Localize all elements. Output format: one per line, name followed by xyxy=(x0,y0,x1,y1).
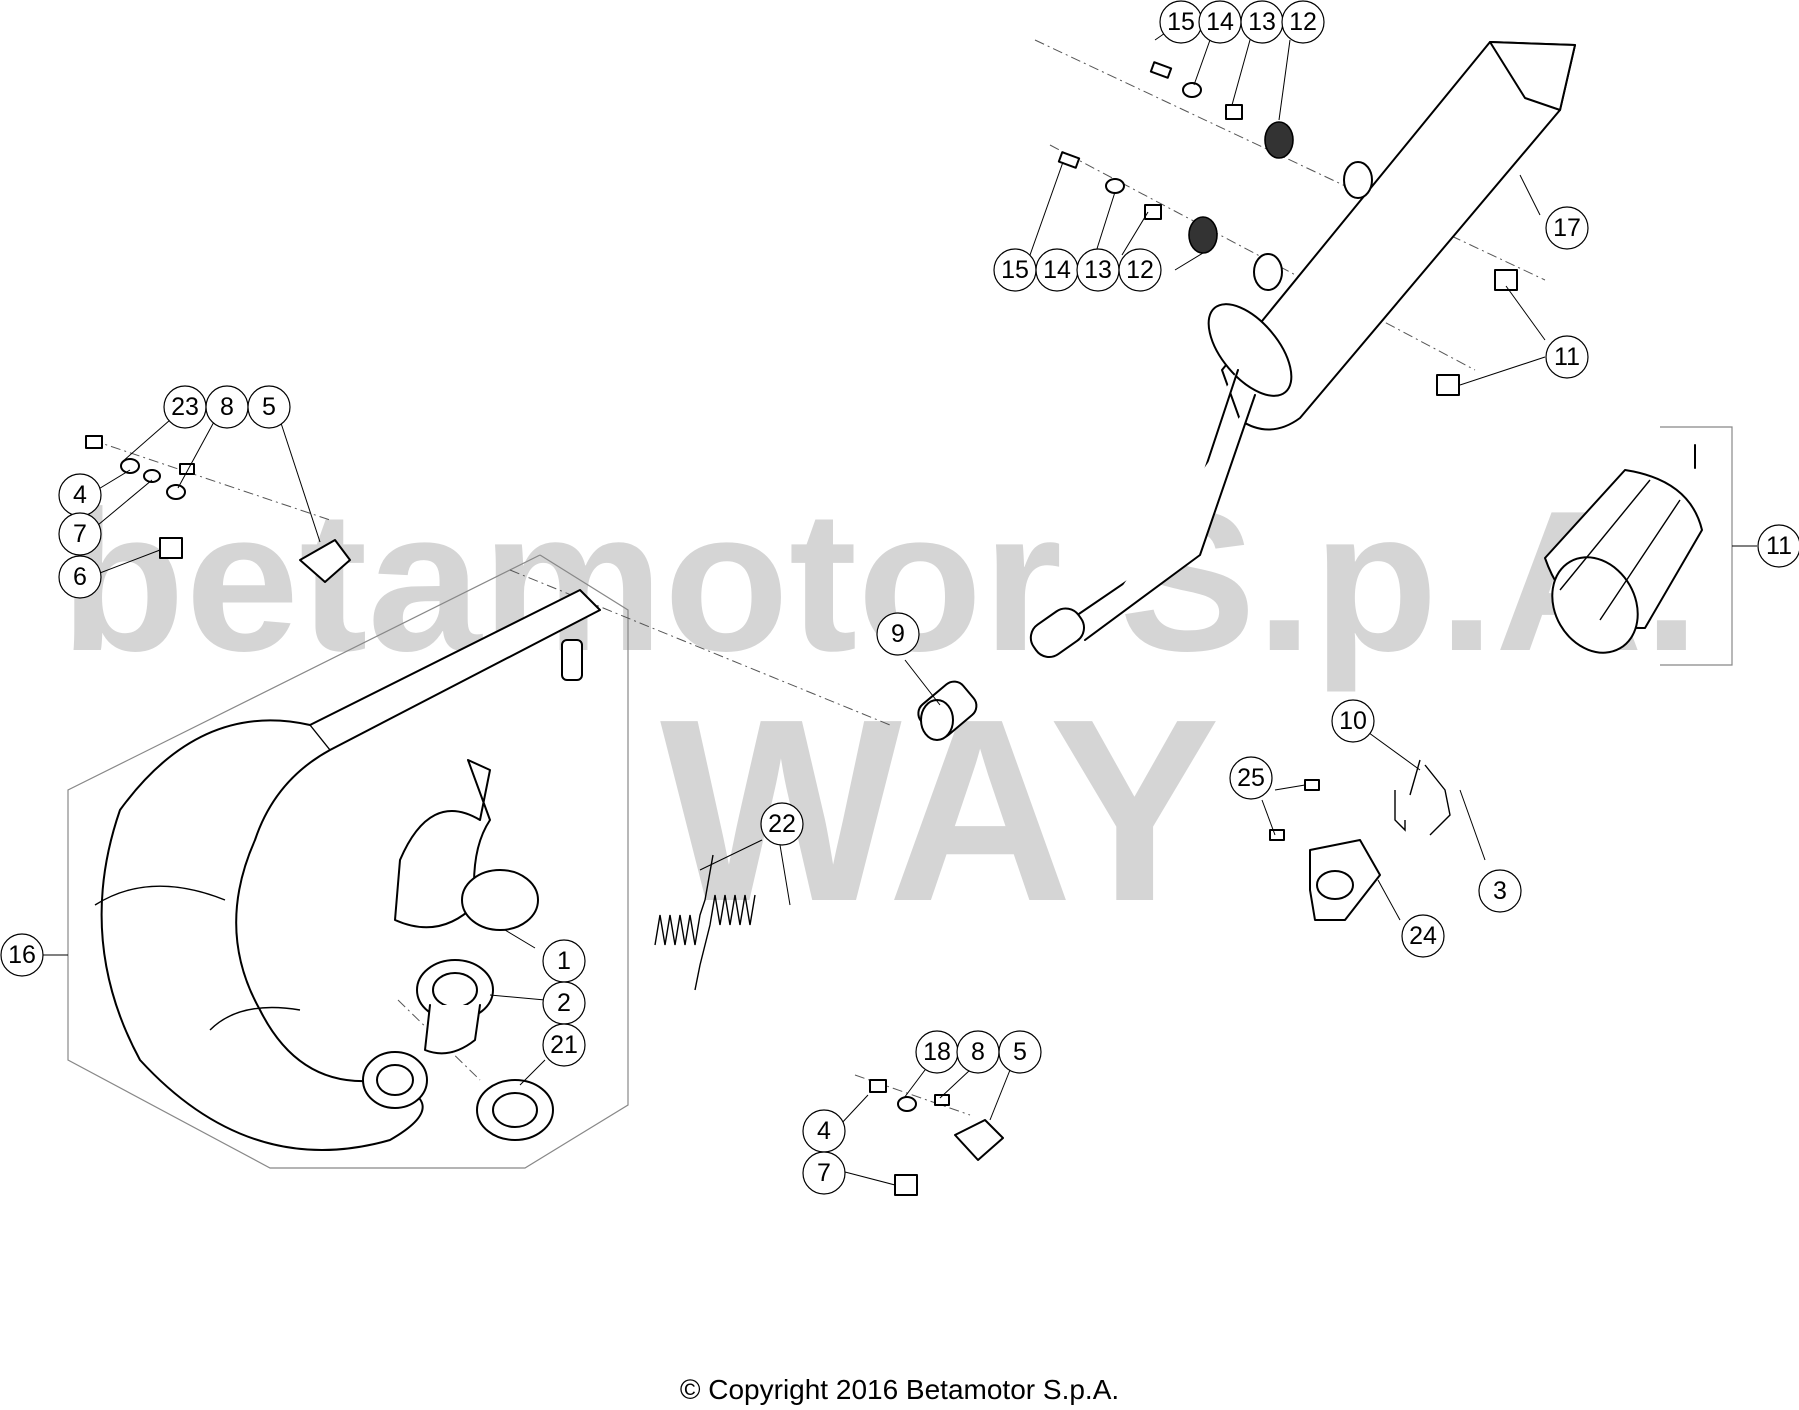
callout-25: 25 xyxy=(1229,756,1273,800)
callout-15: 15 xyxy=(1159,0,1203,44)
callout-11: 11 xyxy=(1545,335,1589,379)
callout-2: 2 xyxy=(542,981,586,1025)
gasket-21 xyxy=(416,959,494,1055)
callout-label: 5 xyxy=(1013,1038,1027,1066)
callout-12: 12 xyxy=(1118,248,1162,292)
callout-13: 13 xyxy=(1076,248,1120,292)
callout-label: 15 xyxy=(1167,8,1195,36)
callout-label: 7 xyxy=(817,1159,831,1187)
callout-label: 23 xyxy=(171,393,199,421)
callout-label: 6 xyxy=(73,563,87,591)
callout-label: 5 xyxy=(262,393,276,421)
watermark-company: betamotor S.p.A. xyxy=(60,470,1700,693)
callout-label: 12 xyxy=(1289,8,1317,36)
callout-14: 14 xyxy=(1035,248,1079,292)
callout-6: 6 xyxy=(58,555,102,599)
callout-21: 21 xyxy=(542,1023,586,1067)
callout-circle xyxy=(1281,0,1325,44)
callout-label: 8 xyxy=(220,393,234,421)
sleeve xyxy=(917,680,978,741)
callout-label: 8 xyxy=(971,1038,985,1066)
callout-label: 14 xyxy=(1206,8,1234,36)
callout-circle xyxy=(760,802,804,846)
callout-circle xyxy=(1757,524,1799,568)
callout-11: 11 xyxy=(1757,524,1799,568)
valve-unit xyxy=(1309,759,1451,921)
callout-16: 16 xyxy=(0,933,44,977)
leader-lines xyxy=(42,21,1757,1186)
callout-label: 2 xyxy=(557,989,571,1017)
callout-label: 15 xyxy=(1001,256,1029,284)
callout-13: 13 xyxy=(1240,0,1284,44)
callout-22: 22 xyxy=(760,802,804,846)
callout-18: 18 xyxy=(915,1030,959,1074)
callout-circle xyxy=(1545,206,1589,250)
callout-label: 13 xyxy=(1084,256,1112,284)
assembly-bracket-1 xyxy=(67,554,629,1169)
silencer xyxy=(1029,41,1576,658)
callout-circle xyxy=(1331,699,1375,743)
callout-circle xyxy=(247,385,291,429)
callout-circle xyxy=(1229,756,1273,800)
callout-9: 9 xyxy=(876,612,920,656)
copyright-notice: © Copyright 2016 Betamotor S.p.A. xyxy=(679,1374,1120,1405)
springs xyxy=(654,854,756,991)
callout-circle xyxy=(1118,248,1162,292)
callout-7: 7 xyxy=(802,1151,846,1195)
callout-circle xyxy=(802,1151,846,1195)
callout-14: 14 xyxy=(1198,0,1242,44)
callout-label: 14 xyxy=(1043,256,1071,284)
callout-circle xyxy=(876,612,920,656)
callout-23: 23 xyxy=(163,385,207,429)
callout-8: 8 xyxy=(956,1030,1000,1074)
callout-10: 10 xyxy=(1331,699,1375,743)
callout-label: 1 xyxy=(557,947,571,975)
callout-24: 24 xyxy=(1401,914,1445,958)
callout-15: 15 xyxy=(993,248,1037,292)
callout-circle xyxy=(1401,914,1445,958)
callout-label: 3 xyxy=(1493,877,1507,905)
callout-7: 7 xyxy=(58,512,102,556)
callout-label: 12 xyxy=(1126,256,1154,284)
callout-circle xyxy=(542,1023,586,1067)
callout-8: 8 xyxy=(205,385,249,429)
heat-guard xyxy=(1544,444,1703,654)
callout-5: 5 xyxy=(998,1030,1042,1074)
callout-label: 16 xyxy=(8,941,36,969)
callout-label: 9 xyxy=(891,620,905,648)
callout-label: 21 xyxy=(550,1031,578,1059)
callout-label: 25 xyxy=(1237,764,1265,792)
callout-circle xyxy=(58,512,102,556)
callout-label: 11 xyxy=(1554,343,1580,371)
callout-5: 5 xyxy=(247,385,291,429)
callout-label: 7 xyxy=(73,520,87,548)
callout-circle xyxy=(58,555,102,599)
callout-1: 1 xyxy=(542,939,586,983)
callout-circle xyxy=(1478,869,1522,913)
callout-circle xyxy=(998,1030,1042,1074)
watermark: betamotor S.p.A. WAY xyxy=(60,470,1700,956)
callout-3: 3 xyxy=(1478,869,1522,913)
callout-label: 22 xyxy=(768,810,796,838)
callout-label: 17 xyxy=(1553,214,1581,242)
manifold xyxy=(394,759,539,931)
callout-label: 4 xyxy=(817,1117,831,1145)
callout-12: 12 xyxy=(1281,0,1325,44)
callout-4: 4 xyxy=(58,473,102,517)
callout-label: 10 xyxy=(1339,707,1367,735)
callout-17: 17 xyxy=(1545,206,1589,250)
callout-label: 4 xyxy=(73,481,87,509)
hardware xyxy=(85,61,1518,1196)
callout-label: 18 xyxy=(923,1038,951,1066)
callout-label: 24 xyxy=(1409,922,1437,950)
gasket-18 xyxy=(362,1051,554,1141)
callout-label: 13 xyxy=(1248,8,1276,36)
callout-circle xyxy=(0,933,44,977)
expansion-chamber xyxy=(94,589,601,1151)
callout-circle xyxy=(1545,335,1589,379)
callout-label: 11 xyxy=(1766,532,1792,560)
callout-4: 4 xyxy=(802,1109,846,1153)
